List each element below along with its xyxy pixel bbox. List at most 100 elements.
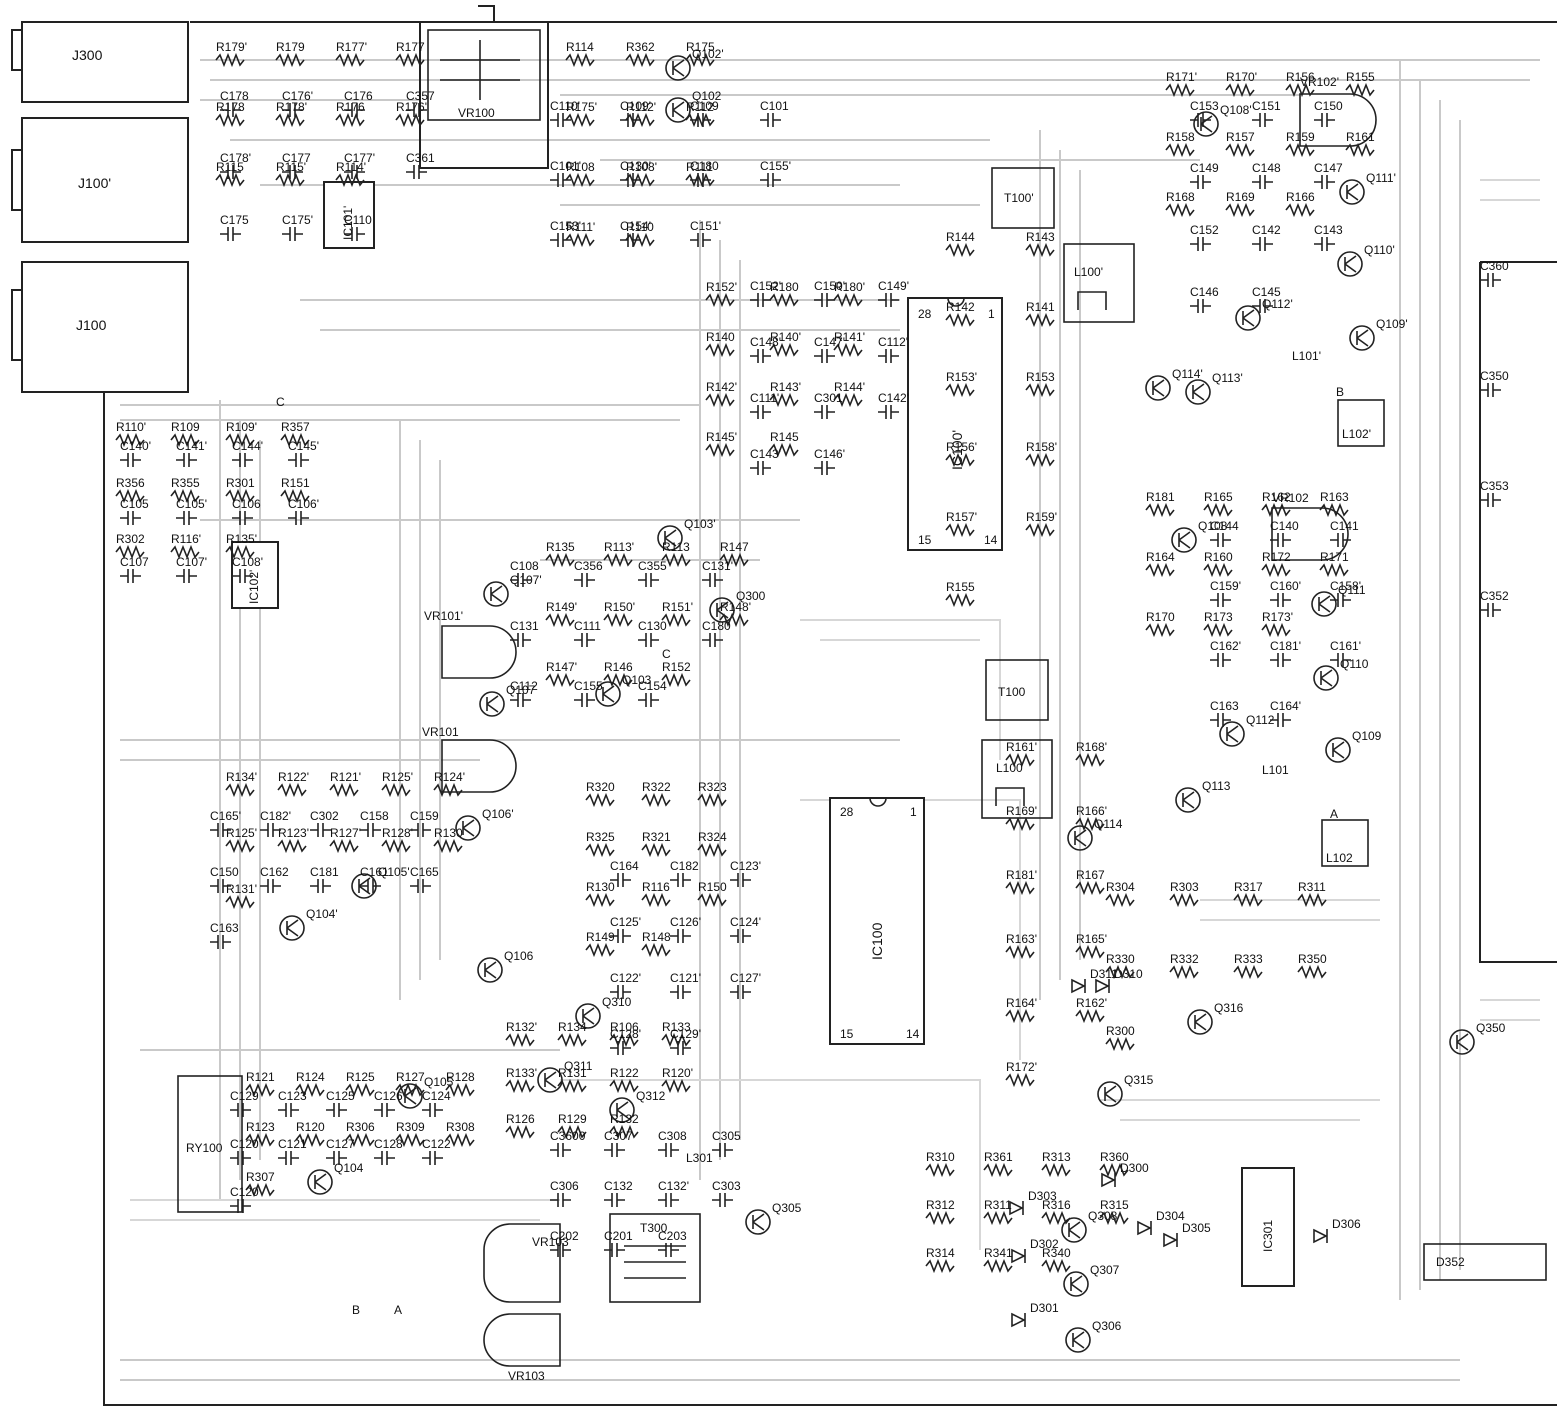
svg-text:C151': C151' bbox=[690, 219, 721, 233]
capacitor-c301-29: C301 bbox=[814, 391, 843, 419]
resistor-r341-152: R341 bbox=[983, 1246, 1013, 1274]
resistor-r323-123: R323 bbox=[697, 780, 727, 808]
capacitor-c120-prime-104: C120' bbox=[230, 1137, 261, 1165]
label-b-1: B bbox=[352, 1303, 360, 1317]
resistor-r362-12: R362 bbox=[625, 40, 655, 68]
svg-text:R169: R169 bbox=[1226, 190, 1255, 204]
capacitor-c140-67: C140 bbox=[1270, 519, 1299, 547]
svg-text:Q108': Q108' bbox=[1220, 103, 1252, 117]
resistor-r125-prime-104: R125' bbox=[225, 826, 257, 854]
svg-text:C175': C175' bbox=[282, 213, 313, 227]
svg-text:C132: C132 bbox=[604, 1179, 633, 1193]
svg-text:R115': R115' bbox=[276, 160, 306, 174]
resistor-r306-139: R306 bbox=[345, 1120, 375, 1148]
svg-text:J100: J100 bbox=[76, 317, 107, 333]
svg-text:Q315: Q315 bbox=[1124, 1073, 1154, 1087]
svg-text:R355: R355 bbox=[171, 476, 200, 490]
ic-ic301: IC301 bbox=[1241, 1167, 1295, 1287]
svg-text:R113: R113 bbox=[662, 540, 690, 554]
resistor-r130-108: R130 bbox=[433, 826, 463, 854]
svg-text:R151': R151' bbox=[662, 600, 693, 614]
resistor-r109-23: R109 bbox=[170, 420, 200, 448]
svg-text:R303: R303 bbox=[1170, 880, 1199, 894]
capacitor-c127-106: C127 bbox=[326, 1137, 355, 1165]
resistor-r355-27: R355 bbox=[170, 476, 200, 504]
resistor-r108-17: R108 bbox=[565, 160, 595, 188]
svg-text:C202: C202 bbox=[550, 1229, 579, 1243]
svg-text:R125': R125' bbox=[226, 826, 257, 840]
svg-text:Q107: Q107 bbox=[506, 683, 536, 697]
transistor-q105-prime: Q105' bbox=[351, 865, 410, 899]
svg-text:C142: C142 bbox=[1252, 223, 1281, 237]
capacitor-c144-prime-35: C144' bbox=[232, 439, 263, 467]
capacitor-c150-prime-23: C150' bbox=[814, 279, 845, 307]
svg-text:C181': C181' bbox=[1270, 639, 1301, 653]
resistor-r156-79: R156 bbox=[1285, 70, 1315, 98]
capacitor-c126-prime-92: C126' bbox=[670, 915, 701, 943]
resistor-r310-143: R310 bbox=[925, 1150, 955, 1178]
resistor-r120-138: R120 bbox=[295, 1120, 325, 1148]
pot-vr103-a: VR103 bbox=[483, 1223, 569, 1303]
svg-text:1: 1 bbox=[910, 805, 917, 819]
svg-text:Q312: Q312 bbox=[636, 1089, 666, 1103]
svg-text:R320: R320 bbox=[586, 780, 615, 794]
svg-text:C151: C151 bbox=[1252, 99, 1281, 113]
transistor-q111-prime: Q111' bbox=[1339, 171, 1396, 205]
svg-text:C150': C150' bbox=[814, 279, 845, 293]
svg-text:C121: C121 bbox=[278, 1137, 307, 1151]
svg-text:C148': C148' bbox=[750, 335, 781, 349]
resistor-r148-prime-40: R148' bbox=[719, 600, 751, 628]
capacitor-c132-115: C132 bbox=[604, 1179, 633, 1207]
svg-text:C177: C177 bbox=[282, 151, 311, 165]
diode-d304: D304 bbox=[1137, 1209, 1185, 1236]
resistor-r162-90: R162 bbox=[1261, 490, 1291, 518]
svg-text:R324: R324 bbox=[698, 830, 727, 844]
svg-text:Q106': Q106' bbox=[482, 807, 514, 821]
svg-text:T100: T100 bbox=[998, 685, 1026, 699]
svg-text:R130: R130 bbox=[586, 880, 615, 894]
resistor-r161-84: R161 bbox=[1345, 130, 1375, 158]
pot-vr102-prime: VR102' bbox=[1299, 75, 1377, 147]
capacitor-c160-prime-70: C160' bbox=[1270, 579, 1301, 607]
resistor-r308-141: R308 bbox=[445, 1120, 475, 1148]
capacitor-c175-prime-9: C175' bbox=[282, 213, 313, 241]
svg-text:L100': L100' bbox=[1074, 265, 1103, 279]
svg-text:Q306: Q306 bbox=[1092, 1319, 1122, 1333]
svg-text:R110': R110' bbox=[116, 420, 146, 434]
svg-text:R131: R131 bbox=[558, 1066, 587, 1080]
capacitor-c149-58: C149 bbox=[1190, 161, 1219, 189]
svg-text:R162': R162' bbox=[1076, 996, 1107, 1010]
svg-text:C143: C143 bbox=[1314, 223, 1343, 237]
svg-text:R173: R173 bbox=[1204, 610, 1233, 624]
svg-text:R311: R311 bbox=[984, 1198, 1012, 1212]
capacitor-c149-prime-24: C149' bbox=[878, 279, 909, 307]
capacitor-c121-prime-95: C121' bbox=[670, 971, 701, 999]
svg-text:C111': C111' bbox=[750, 391, 779, 405]
resistor-r115-prime-9: R115' bbox=[275, 160, 306, 188]
svg-text:R128: R128 bbox=[446, 1070, 475, 1084]
capacitor-c147-prime-26: C147' bbox=[814, 335, 845, 363]
svg-text:C150: C150 bbox=[210, 865, 239, 879]
capacitor-c155-53: C155 bbox=[574, 679, 603, 707]
resistor-r109-prime-24: R109' bbox=[225, 420, 257, 448]
resistor-r125-prime-102: R125' bbox=[381, 770, 413, 798]
svg-text:C159: C159 bbox=[410, 809, 439, 823]
svg-text:C125': C125' bbox=[610, 915, 641, 929]
svg-text:R350: R350 bbox=[1298, 952, 1327, 966]
capacitor-c128-prime-97: C128' bbox=[610, 1027, 641, 1055]
svg-text:IC301: IC301 bbox=[1261, 1220, 1275, 1252]
capacitor-c182-89: C182 bbox=[670, 859, 699, 887]
svg-text:R148: R148 bbox=[642, 930, 671, 944]
svg-text:R111: R111 bbox=[686, 160, 713, 174]
svg-text:C152': C152' bbox=[750, 279, 781, 293]
capacitor-c147-60: C147 bbox=[1314, 161, 1343, 189]
resistor-r314-151: R314 bbox=[925, 1246, 955, 1274]
resistor-r304-154: R304 bbox=[1105, 880, 1135, 908]
svg-text:C147: C147 bbox=[1314, 161, 1343, 175]
svg-text:C143': C143' bbox=[750, 447, 781, 461]
svg-text:R168': R168' bbox=[1076, 740, 1107, 754]
svg-text:R121: R121 bbox=[246, 1070, 275, 1084]
capacitor-c111-prime-28: C111' bbox=[750, 391, 779, 419]
svg-text:R115: R115 bbox=[216, 160, 244, 174]
